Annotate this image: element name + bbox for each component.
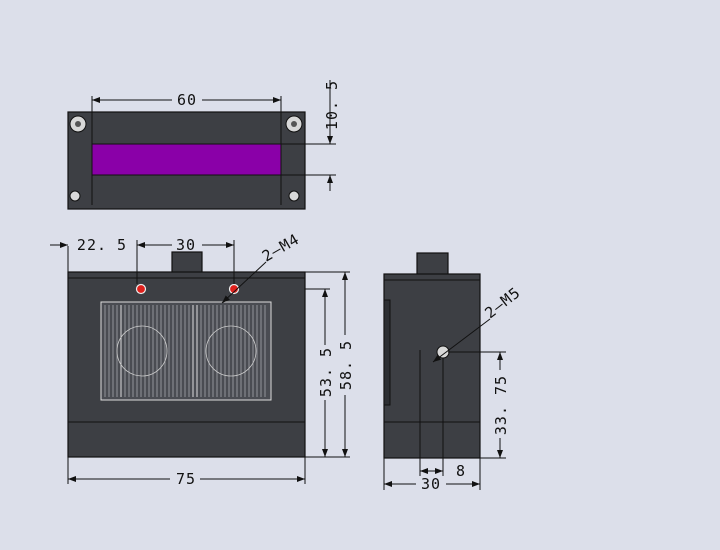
front-offset-dim: 22. 5 xyxy=(77,236,127,254)
side-width-dim: 30 xyxy=(421,475,441,493)
top-width-dim: 60 xyxy=(177,91,197,109)
fan-grille xyxy=(100,301,272,401)
screw-icon xyxy=(75,121,81,127)
m4-hole-right xyxy=(228,283,240,295)
side-top-connector xyxy=(416,252,449,277)
side-housing xyxy=(383,273,481,459)
screw-icon xyxy=(291,121,297,127)
front-outer-height-dim: 58. 5 xyxy=(337,340,355,390)
m4-callout: 2—M4 xyxy=(259,230,303,266)
grille-slats xyxy=(104,305,266,397)
fan-icon xyxy=(116,325,168,377)
m5-hole xyxy=(436,345,450,359)
front-width-dim: 75 xyxy=(176,470,196,488)
screw-icon xyxy=(288,190,300,202)
leader-line xyxy=(221,261,267,304)
m4-hole-left xyxy=(135,283,147,295)
display-window xyxy=(91,143,282,176)
side-flange xyxy=(383,299,391,406)
front-spacing-dim: 30 xyxy=(176,236,196,254)
top-height-dim: 10. 5 xyxy=(323,80,341,130)
side-view: 2—M5 33. 75 8 30 xyxy=(383,252,524,493)
m5-callout: 2—M5 xyxy=(481,283,524,322)
side-hole-offset-dim: 8 xyxy=(456,462,466,480)
fan-icon xyxy=(205,325,257,377)
front-inner-height-dim: 53. 5 xyxy=(317,347,335,397)
leader-line xyxy=(432,318,491,363)
screw-icon xyxy=(69,190,81,202)
top-view: 60 10. 5 xyxy=(67,80,341,210)
front-view: 22. 5 30 2—M4 53. 5 58. 5 75 xyxy=(50,230,355,488)
front-top-connector xyxy=(171,251,203,275)
side-hole-height-dim: 33. 75 xyxy=(492,375,510,435)
